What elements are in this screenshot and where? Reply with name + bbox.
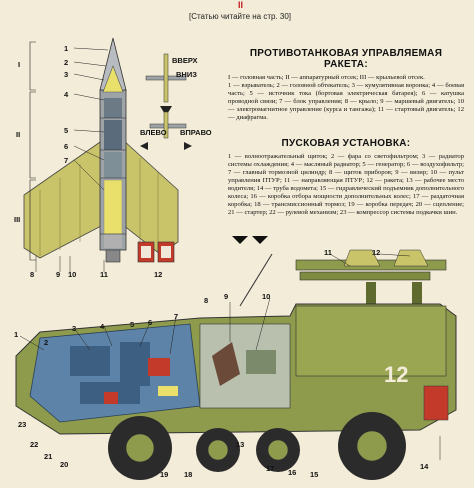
missile-booster	[104, 234, 122, 248]
launcher-description: 1 — волноотражательный щиток; 2 — фара с…	[228, 153, 464, 216]
header-note: [Статью читайте на стр. 30]	[188, 12, 292, 21]
missile-sustainer	[103, 179, 123, 235]
missile-callout-12: 12	[154, 270, 163, 279]
launcher-callout-5: 5	[130, 320, 135, 329]
launcher-callout-14: 14	[420, 462, 429, 471]
missile-callout-7: 7	[64, 156, 69, 165]
launcher-callout-8: 8	[204, 296, 209, 305]
driver-compartment	[199, 323, 291, 409]
launcher-callout-15: 15	[310, 470, 319, 479]
launcher-callout-1: 1	[14, 330, 19, 339]
launcher-text-block: ПУСКОВАЯ УСТАНОВКА: 1 — волноотражательн…	[228, 138, 464, 217]
missile-section-III: III	[14, 215, 21, 224]
missile-diagram	[23, 37, 192, 272]
missile-coil	[104, 120, 122, 150]
missile-title: ПРОТИВОТАНКОВАЯ УПРАВЛЯЕМАЯ РАКЕТА:	[249, 48, 443, 70]
wheels	[108, 412, 406, 480]
dir-up-label: ВВЕРХ	[172, 56, 198, 65]
missile-callout-2: 2	[64, 58, 69, 67]
missile-callout-9: 9	[56, 270, 61, 279]
rear-compartment	[295, 305, 447, 377]
separator-triangles	[232, 236, 268, 244]
launcher-callout-19: 19	[160, 470, 169, 479]
launcher-callout-18: 18	[184, 470, 193, 479]
launcher-vehicle-diagram: 12	[15, 249, 457, 480]
launcher-callout-16: 16	[288, 468, 297, 477]
electromagnet-boxes	[137, 241, 175, 263]
launcher-callout-21: 21	[44, 452, 53, 461]
missile-text-block: ПРОТИВОТАНКОВАЯ УПРАВЛЯЕМАЯ РАКЕТА: I — …	[228, 48, 464, 122]
missile-control-block	[104, 152, 122, 178]
launcher-callout-12: 12	[372, 248, 381, 257]
dir-down-label: ВНИЗ	[176, 70, 197, 79]
missile-callout-3: 3	[64, 70, 69, 79]
missile-wing-right	[122, 139, 179, 255]
missile-description: I — головная часть; II — аппаратурный от…	[228, 74, 464, 121]
missile-callout-6: 6	[64, 142, 69, 151]
header-mark: II	[238, 0, 244, 10]
missile-tail	[105, 249, 121, 263]
missile-callout-4: 4	[64, 90, 69, 99]
launcher-callout-2: 2	[44, 338, 49, 347]
missile-battery	[104, 98, 122, 118]
missile-callout-8: 8	[30, 270, 35, 279]
launcher-callout-6: 6	[148, 318, 153, 327]
missile-callout-11: 11	[100, 270, 108, 279]
launcher-callout-10: 10	[262, 292, 271, 301]
launcher-callout-23: 23	[18, 420, 27, 429]
launcher-callout-22: 22	[30, 440, 39, 449]
missile-callout-1: 1	[64, 44, 69, 53]
launcher-callout-4: 4	[100, 322, 105, 331]
hull-number: 12	[384, 362, 408, 387]
launcher-callout-20: 20	[60, 460, 69, 469]
missile-warhead	[102, 65, 124, 93]
missile-section-II: II	[16, 130, 21, 139]
launcher-callout-13: 13	[236, 440, 245, 449]
launcher-title: ПУСКОВАЯ УСТАНОВКА:	[281, 138, 411, 149]
launcher-callout-17: 17	[266, 464, 275, 473]
missile-callout-5: 5	[64, 126, 69, 135]
missile-section-I: I	[18, 60, 21, 69]
up-down-view	[145, 53, 187, 116]
dir-left-label: ВЛЕВО	[140, 128, 167, 137]
launcher-callout-7: 7	[174, 312, 179, 321]
left-right-view	[140, 111, 192, 150]
dir-right-label: ВПРАВО	[180, 128, 212, 137]
launcher-callout-9: 9	[224, 292, 229, 301]
launcher-callout-3: 3	[72, 324, 77, 333]
antenna	[239, 253, 273, 307]
launcher-callout-11: 11	[324, 248, 332, 257]
missile-callout-10: 10	[68, 270, 77, 279]
engine-cutaway	[29, 323, 201, 423]
